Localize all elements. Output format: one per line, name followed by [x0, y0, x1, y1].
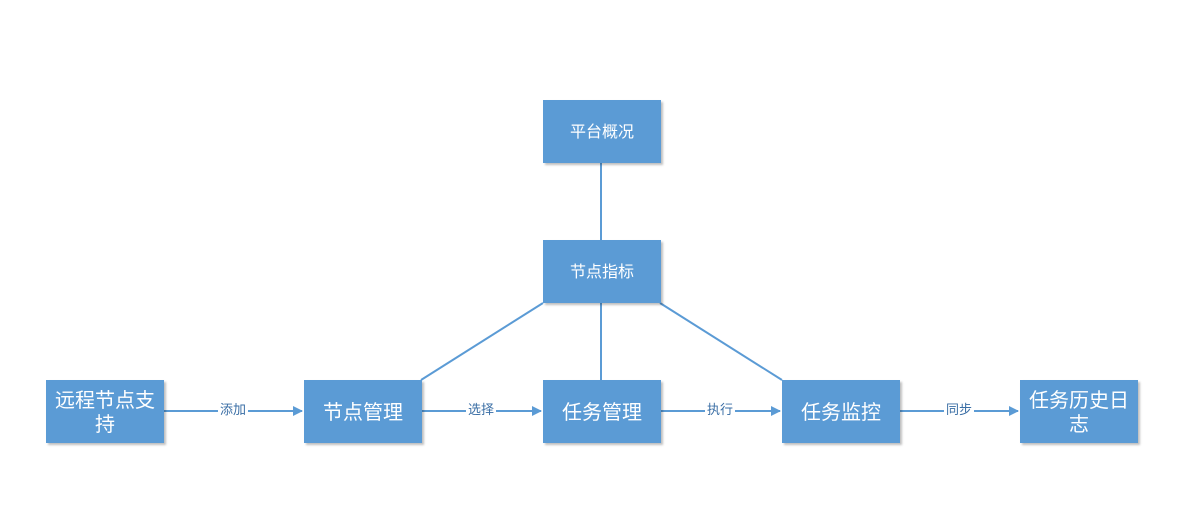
edge-label-execute: 执行	[704, 403, 736, 419]
node-task-history-log-label: 任务历史日志	[1029, 387, 1129, 436]
node-node-metrics: 节点指标	[543, 240, 661, 303]
edge-label-select: 选择	[465, 403, 497, 419]
node-task-management: 任务管理	[543, 380, 661, 443]
edge-label-add: 添加	[217, 403, 249, 419]
connector-metrics-task-monitoring	[659, 302, 783, 381]
edge-label-sync: 同步	[943, 403, 975, 419]
node-task-management-label: 任务管理	[562, 399, 642, 424]
node-remote-node-support: 远程节点支持	[46, 380, 164, 443]
node-task-history-log: 任务历史日志	[1020, 380, 1138, 443]
node-remote-node-support-label: 远程节点支持	[55, 387, 155, 436]
connector-metrics-node-management	[420, 302, 544, 381]
node-task-monitoring-label: 任务监控	[801, 399, 881, 424]
node-platform-overview: 平台概况	[543, 100, 661, 163]
node-platform-overview-label: 平台概况	[569, 121, 634, 141]
node-task-monitoring: 任务监控	[782, 380, 900, 443]
node-node-metrics-label: 节点指标	[569, 261, 634, 281]
node-node-management-label: 节点管理	[323, 399, 403, 424]
node-node-management: 节点管理	[304, 380, 422, 443]
